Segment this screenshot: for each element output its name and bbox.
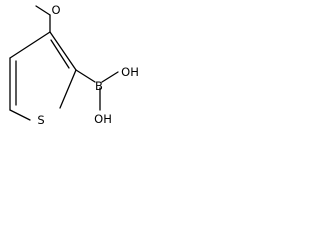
bond-b-oh-upper bbox=[101, 71, 119, 83]
bond-o-ch3 bbox=[35, 5, 51, 16]
bond-s-c5 bbox=[9, 109, 31, 121]
bond-c4-c3 bbox=[9, 31, 51, 59]
molecule-drawing: S O B OH OH bbox=[9, 3, 139, 127]
structure-canvas: S O B OH OH bbox=[0, 0, 154, 144]
bond-c2-s bbox=[59, 69, 77, 109]
hydroxyl-upper-label: OH bbox=[121, 65, 139, 79]
hydroxyl-lower-label: OH bbox=[94, 112, 112, 126]
bond-c2-b bbox=[75, 69, 96, 83]
sulfur-label: S bbox=[37, 113, 44, 127]
double-bond-c3-c2 bbox=[50, 39, 70, 69]
oxygen-label: O bbox=[51, 3, 60, 17]
boron-label: B bbox=[95, 79, 103, 93]
bond-c3-c2 bbox=[49, 31, 77, 71]
